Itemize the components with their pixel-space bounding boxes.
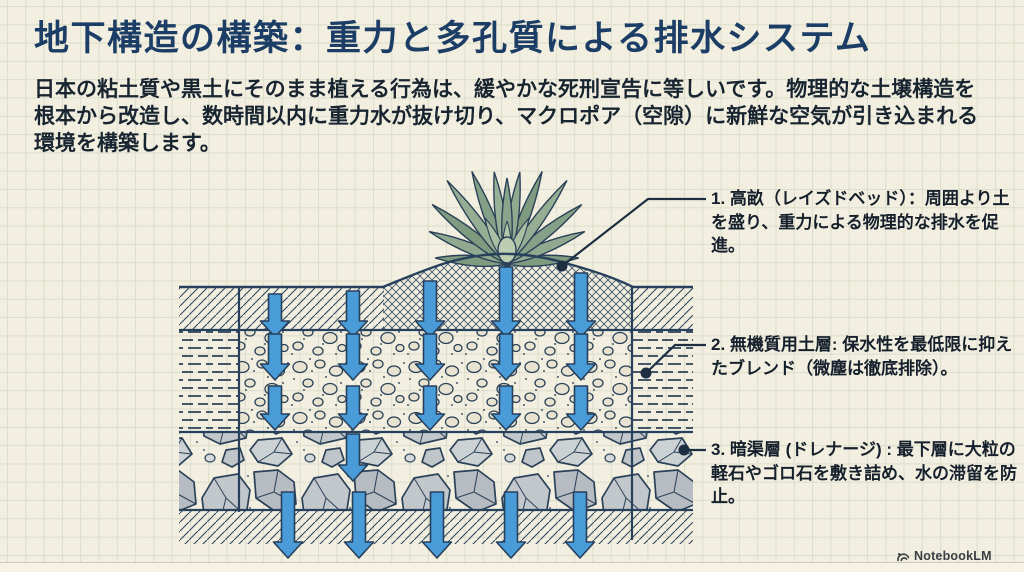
down-arrow-icon [565, 272, 597, 338]
down-arrow-icon [490, 266, 522, 338]
down-arrow-icon [564, 491, 596, 559]
down-arrow-icon [337, 290, 369, 338]
down-arrow-icon [337, 333, 369, 381]
down-arrow-icon [414, 280, 446, 338]
down-arrow-icon [337, 433, 369, 482]
callout-line-1 [561, 197, 706, 267]
notebooklm-icon [897, 553, 910, 562]
native-soil-dashed-region [179, 331, 693, 431]
notebooklm-logo-text: NotebookLM [914, 549, 992, 563]
callout-dot-1 [556, 260, 568, 272]
down-arrow-icon [490, 333, 522, 381]
annotation-drainage-layer: 3. 暗渠層 (ドレナージ) : 最下層に大粒の軽石やゴロ石を敷き詰め、水の滞留… [711, 440, 1017, 506]
down-arrow-icon [272, 491, 304, 559]
down-arrow-icon [337, 385, 369, 431]
soil-cross-section-diagram [179, 168, 706, 559]
down-arrow-icon [565, 333, 597, 381]
down-arrow-icon [259, 293, 291, 338]
annotation-raised-bed: 1. 高畝（レイズドベッド）：周囲より土を盛り、重力による物理的な排水を促進。 [711, 189, 1010, 255]
intro-paragraph: 日本の粘土質や黒土にそのまま植える行為は、緩やかな死刑宣告に等しいです。物理的な… [34, 78, 979, 155]
agave-plant [426, 168, 588, 270]
down-arrow-icon [343, 491, 375, 559]
callout-dot-2 [640, 367, 652, 379]
down-arrow-icon [259, 385, 291, 431]
bottom-edge-strip [0, 562, 1024, 572]
down-arrow-icon [490, 385, 522, 431]
down-arrow-icon [414, 385, 446, 431]
down-arrow-icon [259, 333, 291, 381]
callout-line-2 [645, 343, 706, 374]
down-arrow-icon [414, 333, 446, 381]
down-arrow-icon [565, 385, 597, 431]
callout-dot-3 [678, 444, 690, 456]
page-title: 地下構造の構築：重力と多孔質による排水システム [34, 19, 872, 58]
callout-dots [556, 260, 690, 456]
water-flow-arrows [259, 266, 597, 559]
down-arrow-icon [421, 491, 453, 559]
down-arrow-icon [495, 491, 527, 559]
notebooklm-branding: NotebookLM [896, 548, 992, 564]
annotation-inorganic-soil: 2. 無機質用土層: 保水性を最低限に抑えたブレンド（微塵は徹底排除）。 [711, 335, 1013, 378]
